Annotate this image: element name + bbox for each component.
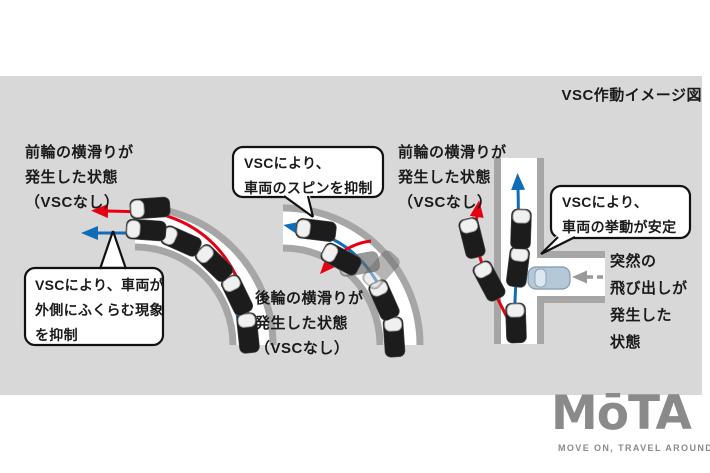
callout-line: を抑制 (35, 327, 78, 343)
label-line: 状態 (610, 334, 642, 351)
label-line: （VSCなし） (25, 194, 120, 211)
car-icon (128, 196, 172, 220)
callout-line: 車両のスピンを抑制 (244, 180, 373, 196)
label-line: （VSCなし） (255, 340, 350, 357)
car-icon (504, 302, 528, 344)
callout-line: VSCにより、 (244, 155, 331, 171)
middle-condition-label: 後輪の横滑りが 発生した状態 （VSCなし） (255, 286, 364, 361)
mota-logo: MōTA (551, 386, 692, 441)
jump-out-label: 突然の 飛び出しが 発生した 状態 (610, 248, 688, 356)
label-line: 発生した (610, 307, 673, 324)
car-icon (382, 315, 406, 359)
left-condition-label: 前輪の横滑りが 発生した状態 （VSCなし） (25, 140, 134, 215)
right-callout-text: VSCにより、 車両の挙動が安定 (562, 190, 676, 240)
hazard-car-icon (527, 266, 571, 290)
left-callout-bubble (23, 230, 165, 347)
label-line: 前輪の横滑りが (398, 144, 507, 161)
right-callout-bubble (540, 184, 692, 255)
middle-callout-bubble (231, 145, 385, 218)
label-line: 飛び出しが (610, 280, 688, 297)
label-line: 発生した状態 (25, 169, 119, 186)
callout-line: 外側にふくらむ現象 (35, 302, 164, 318)
middle-callout-text: VSCにより、 車両のスピンを抑制 (244, 151, 373, 201)
label-line: （VSCなし） (398, 194, 493, 211)
diagram-title: VSC作動イメージ図 (561, 87, 702, 104)
label-line: 前輪の横滑りが (25, 144, 134, 161)
label-line: 後輪の横滑りが (255, 290, 364, 307)
callout-line: VSCにより、車両が (35, 277, 164, 293)
left-callout-text: VSCにより、車両が 外側にふくらむ現象 を抑制 (35, 273, 164, 348)
label-line: 突然の (610, 253, 657, 270)
callout-line: 車両の挙動が安定 (562, 219, 677, 235)
label-line: 発生した状態 (255, 315, 349, 332)
car-icon (509, 208, 533, 250)
label-line: 発生した状態 (398, 169, 492, 186)
car-icon (124, 218, 168, 242)
callout-line: VSCにより、 (562, 194, 649, 210)
mota-tagline: MOVE ON, TRAVEL AROUND (558, 443, 710, 453)
right-condition-label: 前輪の横滑りが 発生した状態 （VSCなし） (398, 140, 507, 215)
